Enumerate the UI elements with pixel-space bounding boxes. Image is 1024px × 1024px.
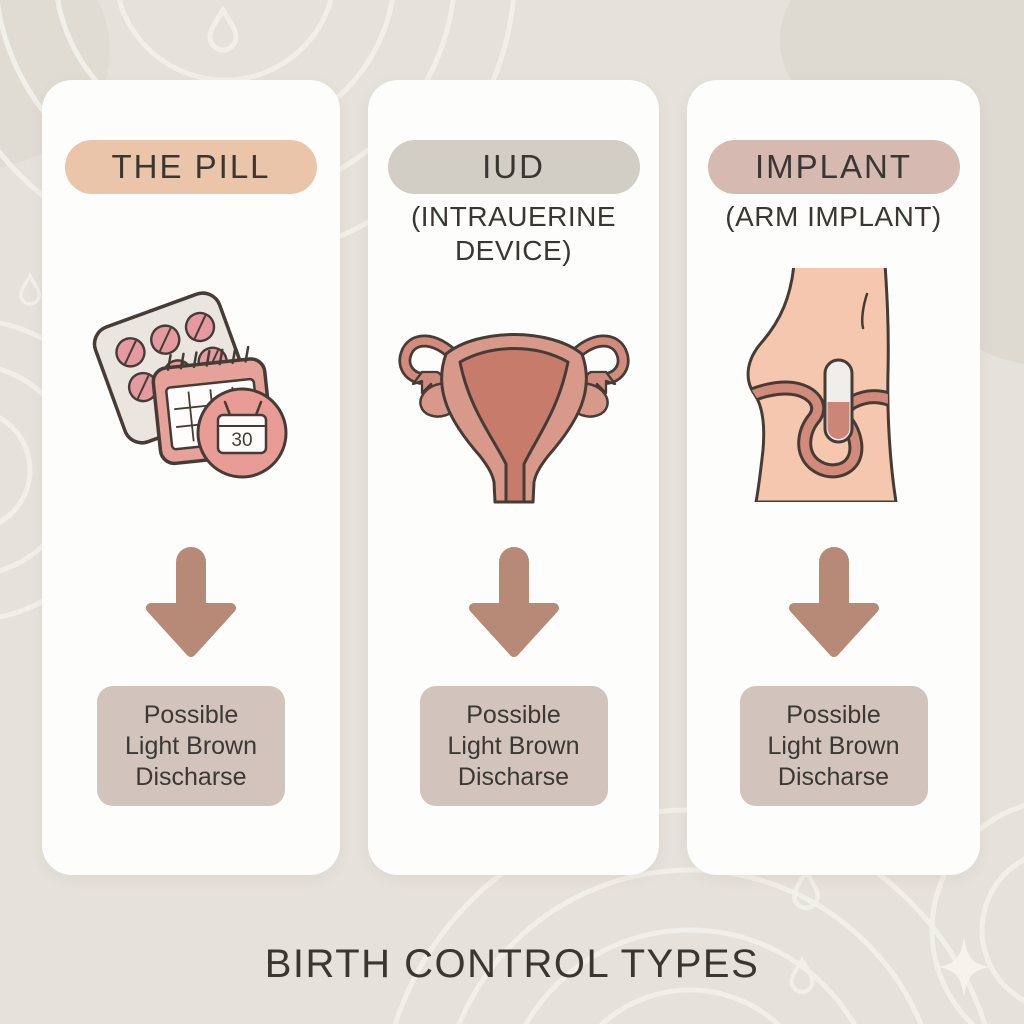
background-ring bbox=[598, 987, 782, 1024]
droplet-icon bbox=[19, 272, 41, 306]
the-pill-badge-label: THE PILL bbox=[111, 148, 271, 185]
iud-badge-label: IUD bbox=[482, 148, 545, 185]
result-line: Light Brown bbox=[767, 731, 900, 760]
page-title: BIRTH CONTROL TYPES bbox=[264, 942, 760, 986]
result-line: Discharse bbox=[777, 762, 890, 791]
result-box: Possible Light Brown Discharse bbox=[419, 686, 608, 806]
result-box: Possible Light Brown Discharse bbox=[97, 686, 285, 806]
card-the-pill: THE PILL bbox=[42, 80, 340, 875]
card-implant: IMPLANT (ARM IMPLANT) Possible Light Br bbox=[687, 80, 980, 875]
implant-badge-label: IMPLANT bbox=[754, 148, 913, 185]
result-line: Discharse bbox=[457, 762, 570, 791]
implant-badge: IMPLANT bbox=[707, 140, 960, 194]
result-line: Discharse bbox=[135, 762, 247, 791]
iud-subtitle: (INTRAUERINE DEVICE) bbox=[410, 201, 617, 266]
implant-subtitle: (ARM IMPLANT) bbox=[725, 201, 942, 232]
down-arrow-icon bbox=[788, 547, 879, 657]
arm-implant-icon bbox=[734, 268, 934, 502]
result-line: Possible bbox=[786, 700, 881, 729]
the-pill-badge: THE PILL bbox=[65, 140, 317, 194]
droplet-icon bbox=[792, 867, 820, 911]
down-arrow-icon bbox=[146, 547, 236, 657]
iud-badge: IUD bbox=[387, 140, 640, 194]
card-iud: IUD (INTRAUERINE DEVICE) Possible Light … bbox=[368, 80, 659, 875]
droplet-icon bbox=[207, 5, 239, 53]
uterus-icon bbox=[396, 310, 632, 504]
down-arrow-icon bbox=[468, 547, 559, 657]
result-line: Light Brown bbox=[447, 731, 580, 760]
background-ring bbox=[116, 0, 334, 83]
pill-pack-calendar-icon: 30 bbox=[84, 285, 298, 481]
result-line: Possible bbox=[143, 700, 239, 729]
result-line: Light Brown bbox=[124, 731, 258, 760]
result-line: Possible bbox=[466, 700, 561, 729]
result-box: Possible Light Brown Discharse bbox=[739, 686, 928, 806]
background-ring bbox=[0, 415, 33, 525]
calendar-day-label: 30 bbox=[231, 430, 252, 451]
